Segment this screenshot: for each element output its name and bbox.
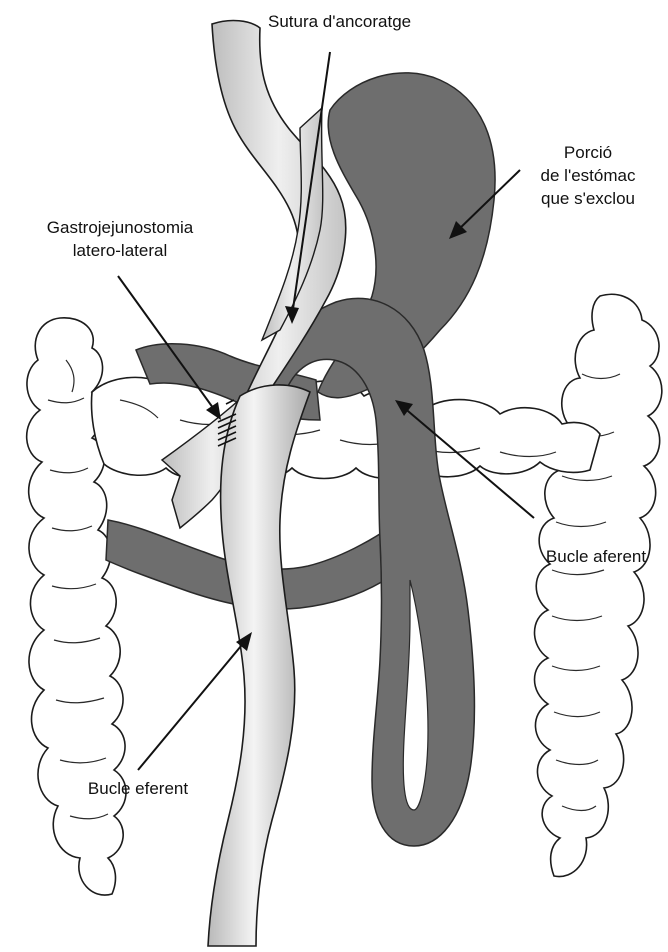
- label-excluded-stomach-3: que s'exclou: [541, 189, 635, 208]
- label-anchor-suture: Sutura d'ancoratge: [268, 12, 411, 31]
- efferent-loop-leader: [138, 640, 246, 770]
- label-excluded-stomach-2: de l'estómac: [541, 166, 636, 185]
- label-gastrojejunostomy-2: latero-lateral: [73, 241, 168, 260]
- label-efferent-loop: Bucle eferent: [88, 779, 188, 798]
- label-gastrojejunostomy-1: Gastrojejunostomia: [47, 218, 194, 237]
- label-afferent-loop: Bucle aferent: [546, 547, 646, 566]
- descending-colon: [535, 294, 662, 876]
- label-excluded-stomach-1: Porció: [564, 143, 612, 162]
